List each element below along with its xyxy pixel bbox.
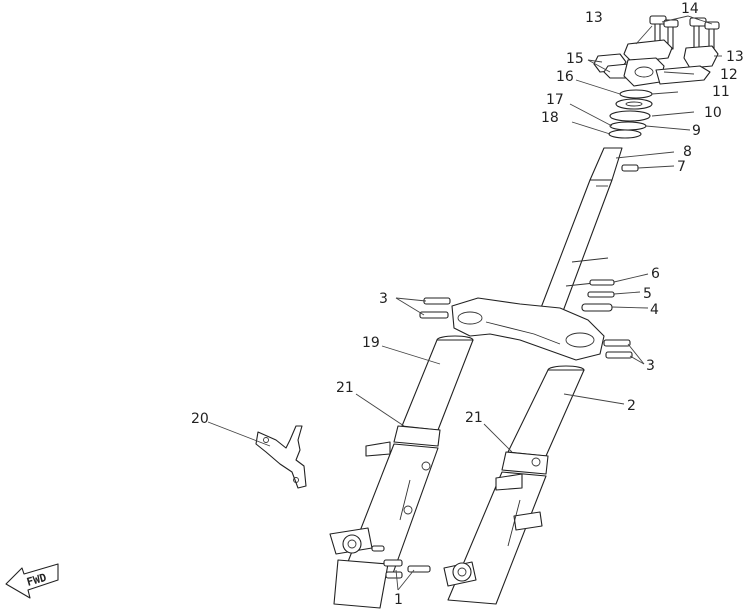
stem-pinch-bolt-7	[621, 164, 639, 172]
callout-19: 19	[362, 335, 380, 351]
brake-hose-bracket	[255, 425, 307, 489]
right-fork-leg	[443, 365, 585, 605]
steering-stem	[533, 147, 623, 331]
callout-11: 11	[712, 84, 730, 100]
callout-16: 16	[556, 69, 574, 85]
callout-3-left: 3	[379, 291, 388, 307]
callout-8: 8	[683, 144, 692, 160]
leader-lines	[207, 15, 722, 591]
callout-15: 15	[566, 51, 584, 67]
callout-5: 5	[643, 286, 652, 302]
left-fork-leg	[329, 335, 474, 609]
upper-handlebar-clamp	[623, 39, 719, 69]
callout-10: 10	[704, 105, 722, 121]
callout-1: 1	[394, 592, 403, 608]
callout-9: 9	[692, 123, 701, 139]
forward-direction-arrow: FWD	[5, 563, 59, 599]
top-triple-clamp	[623, 57, 711, 87]
lower-triple-clamp	[451, 297, 605, 361]
callout-6: 6	[651, 266, 660, 282]
callout-4: 4	[650, 302, 659, 318]
callout-18: 18	[541, 110, 559, 126]
callout-14: 14	[681, 1, 699, 17]
steering-stem-nut-washers	[608, 89, 653, 139]
svg-text:FWD: FWD	[25, 571, 48, 589]
callout-2: 2	[627, 398, 636, 414]
callout-20: 20	[191, 411, 209, 427]
callout-7: 7	[677, 159, 686, 175]
callout-13-left: 13	[585, 10, 603, 26]
callout-13-right: 13	[726, 49, 744, 65]
axle-pinch-bolts-1	[371, 545, 431, 579]
callout-21-left: 21	[336, 380, 354, 396]
callout-3-right: 3	[646, 358, 655, 374]
stem-hardware-4-5-6	[581, 279, 615, 312]
callout-17: 17	[546, 92, 564, 108]
callout-labels: 1 2 3 3 4 5 6 7 8 9 10 11 12 13 13 14 15…	[191, 1, 744, 608]
callout-21-right: 21	[465, 410, 483, 426]
callout-12: 12	[720, 67, 738, 83]
